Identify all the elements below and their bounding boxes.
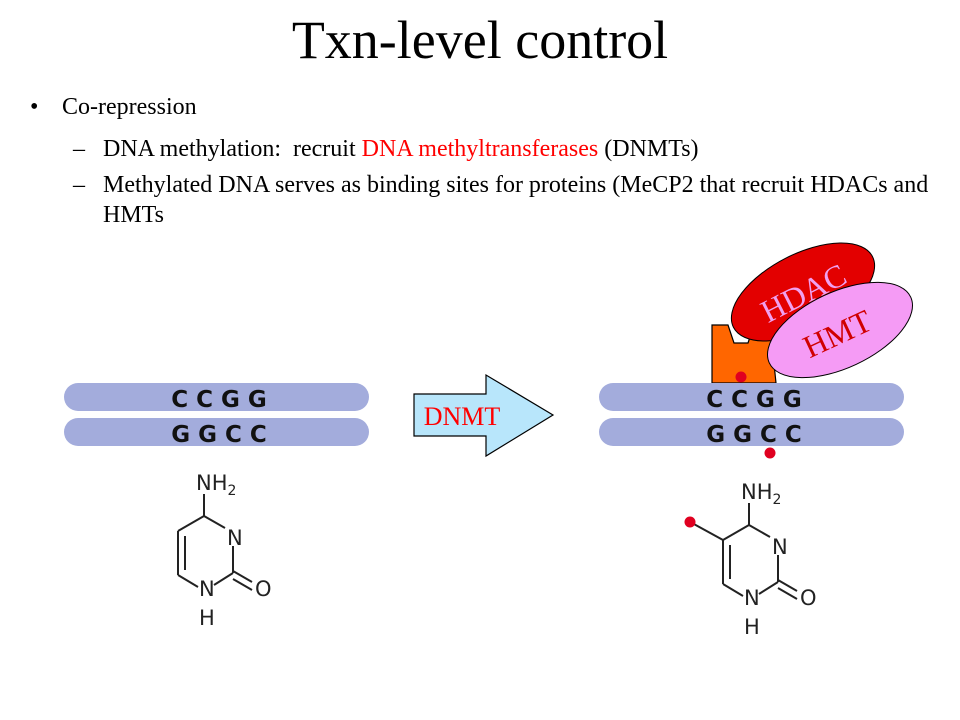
slide-title: Txn-level control [291,10,669,70]
bullet-dot: • [30,94,39,120]
right-top-strand [599,383,904,411]
left-top-strand [64,383,369,411]
arrow-shape [413,373,555,458]
sub-bullet-text-post: (DNMTs) [598,136,699,162]
left-bottom-sequence: G G C C [171,422,267,448]
methyl-dot-bottom [764,447,776,459]
bullet-list: • Co-repression – DNA methylation: recru… [30,92,930,236]
n1-label: N [199,577,215,601]
nh2-label: NH2 [741,480,781,508]
methyl-dot-top [735,371,747,383]
methylcytosine-structure [691,503,798,600]
cytosine-structure [177,494,253,591]
oxygen-label: O [255,577,272,601]
sub-bullet-dash: – [73,172,85,198]
bullet-text: Co-repression [62,94,197,120]
right-bottom-sequence: G G C C [706,422,802,448]
sub-bullet-text-pre: DNA methylation: recruit [103,136,362,162]
protein-complex: HDAC HMT [711,242,913,384]
right-top-sequence: C C G G [706,387,802,413]
hmt-ellipse [767,281,913,379]
n3-label: N [772,535,788,559]
left-top-sequence: C C G G [171,387,267,413]
dnmt-arrow: DNMT [413,373,555,458]
oxygen-label: O [800,586,817,610]
n1-label: N [744,586,760,610]
cytosine-labels: NH2 N N O H [196,471,272,630]
methyl-group-dot [684,516,696,528]
left-dna-duplex: C C G G G G C C [64,383,369,448]
right-bottom-strand [599,418,904,446]
right-dna-duplex: C C G G G G C C [599,371,904,459]
hmt-group: HMT [767,281,913,379]
methylcytosine-labels: NH2 N N O H [741,480,817,639]
dnmt-label: DNMT [424,402,501,431]
left-bottom-strand [64,418,369,446]
nh2-label: NH2 [196,471,236,499]
sub-bullet-text: Methylated DNA serves as binding sites f… [103,172,929,228]
dnmt-highlight: DNA methyltransferases [361,136,599,162]
n3-label: N [227,526,243,550]
bullet-co-repression: • Co-repression [30,92,930,122]
sub-bullet-dna-methylation: – DNA methylation: recruit DNA methyltra… [30,134,930,164]
sub-bullet-methylated-dna: – Methylated DNA serves as binding sites… [30,170,930,230]
hydrogen-label: H [199,606,215,630]
hydrogen-label: H [744,615,760,639]
sub-bullet-dash: – [73,136,85,162]
